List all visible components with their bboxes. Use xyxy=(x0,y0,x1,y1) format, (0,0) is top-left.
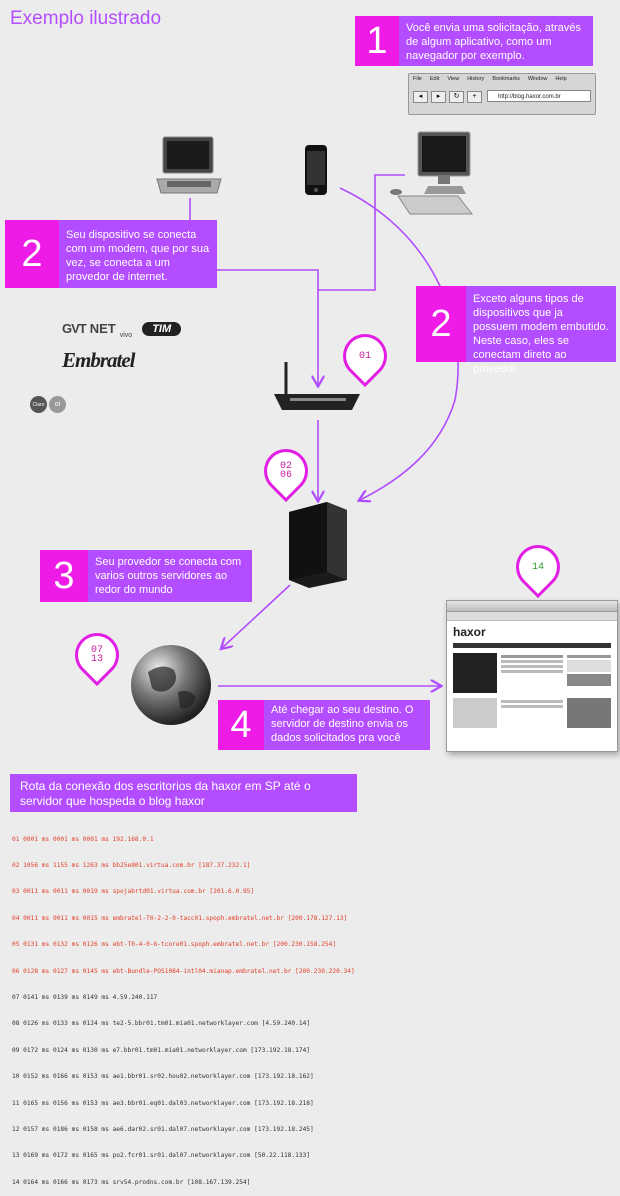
globe-icon xyxy=(131,645,211,725)
trace-line: 11 0165 ms 0156 ms 0153 ms ae3.bbr01.eq0… xyxy=(12,1099,314,1107)
hop-marker-13-label: 13 xyxy=(90,654,103,665)
preview-content-row2 xyxy=(453,698,611,728)
step-2-number: 2 xyxy=(5,220,59,288)
menu-edit[interactable]: Edit xyxy=(429,76,440,82)
step-2-text: Seu dispositivo se conecta com um modem,… xyxy=(59,220,217,288)
preview-content xyxy=(453,653,611,693)
menu-bookmarks[interactable]: Bookmarks xyxy=(492,76,520,82)
step-2b-number: 2 xyxy=(416,286,466,362)
phone-curve xyxy=(339,187,459,500)
step-1-box: 1 Você envia uma solicitação, através de… xyxy=(355,16,593,66)
menu-view[interactable]: View xyxy=(447,76,460,82)
reload-icon[interactable]: ↻ xyxy=(449,91,464,103)
route-header: Rota da conexão dos escritorios da haxor… xyxy=(10,774,357,812)
step-3-text: Seu provedor se conecta com varios outro… xyxy=(88,550,252,602)
laptop-icon xyxy=(156,136,222,194)
hop-marker-02-06: 02 06 xyxy=(259,444,313,498)
trace-line: 03 0011 ms 0011 ms 0019 ms spojabrtd01.v… xyxy=(12,888,255,896)
step-4-number: 4 xyxy=(218,700,264,750)
preview-image xyxy=(453,653,497,693)
hop-marker-14-label: 14 xyxy=(531,561,544,573)
browser-menu-bar: File Edit View History Bookmarks Window … xyxy=(413,76,567,82)
back-arrow-icon[interactable]: ◂ xyxy=(413,91,428,103)
nav-buttons: ◂ ▸ ↻ + xyxy=(413,91,482,103)
preview-brand: haxor xyxy=(453,625,486,639)
smartphone-icon xyxy=(305,145,327,195)
desktop-computer-icon xyxy=(390,131,474,215)
page-title: Exemplo ilustrado xyxy=(10,8,162,29)
traceroute-list: 01 0001 ms 0001 ms 0001 ms 192.168.0.1 0… xyxy=(12,818,355,1196)
small-provider-logos: Claro oi xyxy=(30,396,66,413)
browser-toolbar: File Edit View History Bookmarks Window … xyxy=(408,73,596,115)
menu-window[interactable]: Window xyxy=(527,76,548,82)
claro-logo: Claro xyxy=(30,396,47,413)
step-1-text: Você envia uma solicitação, através de a… xyxy=(399,16,593,66)
tim-logo: TIM xyxy=(142,321,182,336)
trace-line: 14 0164 ms 0166 ms 0173 ms srv54.prodns.… xyxy=(12,1178,251,1186)
menu-file[interactable]: File xyxy=(413,76,422,82)
hop-marker-07-13: 07 13 xyxy=(70,628,124,682)
step-1-number: 1 xyxy=(355,16,399,66)
step-2b-box: 2 Exceto alguns tipos de dispositivos qu… xyxy=(416,286,616,375)
website-preview: haxor xyxy=(446,600,618,752)
preview-sidebar xyxy=(567,653,611,693)
trace-line: 13 0169 ms 0172 ms 0165 ms po2.fcr01.sr0… xyxy=(12,1152,311,1160)
trace-line: 12 0157 ms 0186 ms 0158 ms ae6.dar02.sr0… xyxy=(12,1125,314,1133)
step-4-box: 4 Até chegar ao seu destino. O servidor … xyxy=(218,700,430,750)
net-logo: NET xyxy=(89,321,116,336)
step-3-box: 3 Seu provedor se conecta com varios out… xyxy=(40,550,252,602)
trace-line: 02 1056 ms 1155 ms 1263 ms bb25e801.virt… xyxy=(12,861,251,869)
trace-line: 07 0141 ms 0139 ms 0149 ms 4.59.240.117 xyxy=(12,993,158,1001)
preview-text-block xyxy=(501,653,563,693)
trace-line: 05 0131 ms 0132 ms 0126 ms ebt-T0-4-0-6-… xyxy=(12,941,337,949)
add-bookmark-icon[interactable]: + xyxy=(467,91,482,103)
trace-line: 10 0152 ms 0166 ms 0153 ms ae1.bbr01.sr0… xyxy=(12,1073,314,1081)
embratel-logo: Embratel xyxy=(62,348,136,372)
provider-logos-row: GVT NET vivo TIM xyxy=(62,318,182,339)
menu-history[interactable]: History xyxy=(467,76,485,82)
step-2-box: 2 Seu dispositivo se conecta com um mode… xyxy=(5,220,217,288)
preview-titlebar xyxy=(447,601,617,612)
hop-marker-14: 14 xyxy=(511,540,565,594)
oi-logo: oi xyxy=(49,396,66,413)
forward-arrow-icon[interactable]: ▸ xyxy=(431,91,446,103)
gvt-logo: GVT xyxy=(62,321,87,336)
modem-router-icon xyxy=(274,362,360,410)
trace-line: 08 0126 ms 0133 ms 0124 ms te2-5.bbr01.t… xyxy=(12,1020,311,1028)
trace-line: 04 0011 ms 0011 ms 0015 ms embratel-T0-2… xyxy=(12,914,348,922)
step-4-text: Até chegar ao seu destino. O servidor de… xyxy=(264,700,430,750)
menu-help[interactable]: Help xyxy=(555,76,567,82)
hop-marker-06-label: 06 xyxy=(279,470,292,481)
preview-nav xyxy=(453,643,611,648)
step-3-number: 3 xyxy=(40,550,88,602)
trace-line: 09 0172 ms 0124 ms 0130 ms e7.bbr01.tm01… xyxy=(12,1046,311,1054)
trace-line: 01 0001 ms 0001 ms 0001 ms 192.168.0.1 xyxy=(12,835,154,843)
vivo-logo: vivo xyxy=(119,332,133,339)
provider-line xyxy=(222,584,291,648)
url-field[interactable]: http://blog.haxor.com.br xyxy=(487,90,591,102)
desktop-line xyxy=(318,174,405,291)
step-2b-text: Exceto alguns tipos de dispositivos que … xyxy=(466,286,616,375)
trace-line: 06 0128 ms 0127 ms 0145 ms ebt-Bundle-PO… xyxy=(12,967,355,975)
provider-server-icon xyxy=(289,502,347,588)
connection-lines xyxy=(189,174,459,952)
preview-toolbar xyxy=(447,612,617,621)
